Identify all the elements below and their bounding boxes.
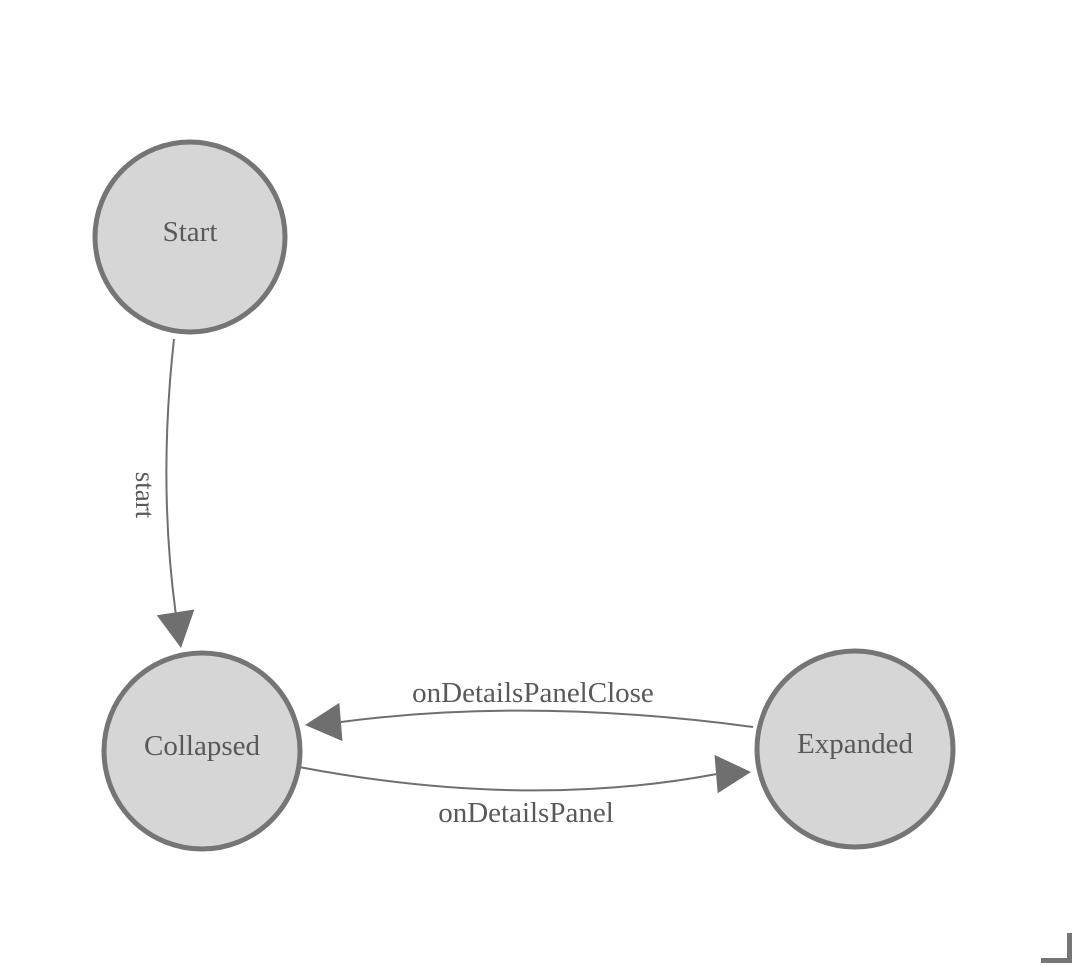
state-circle (92, 139, 288, 335)
node-label-expanded: Expanded (797, 728, 913, 760)
edge-on-details-panel: onDetailsPanel (298, 754, 751, 829)
state-node-collapsed[interactable]: Collapsed (101, 650, 303, 852)
arrowhead-icon (714, 754, 751, 794)
node-label-start: Start (163, 216, 218, 248)
arrowhead-icon (305, 702, 343, 742)
state-circle (754, 648, 956, 850)
state-circle (101, 650, 303, 852)
arrowhead-icon (156, 609, 195, 648)
node-label-collapsed: Collapsed (144, 730, 260, 762)
edge-label-on-details-panel: onDetailsPanel (438, 797, 614, 829)
edge-on-details-panel-close: onDetailsPanelClose (305, 677, 754, 742)
edge-path (165, 338, 177, 613)
edge-start-transition: start (130, 338, 195, 648)
state-node-start[interactable]: Start (92, 139, 288, 335)
edge-path (340, 709, 754, 728)
edge-label-start: start (130, 472, 160, 519)
state-node-expanded[interactable]: Expanded (754, 648, 956, 850)
edge-label-on-details-panel-close: onDetailsPanelClose (412, 677, 654, 709)
canvas-corner-border (1041, 933, 1072, 963)
edge-path (298, 766, 717, 792)
